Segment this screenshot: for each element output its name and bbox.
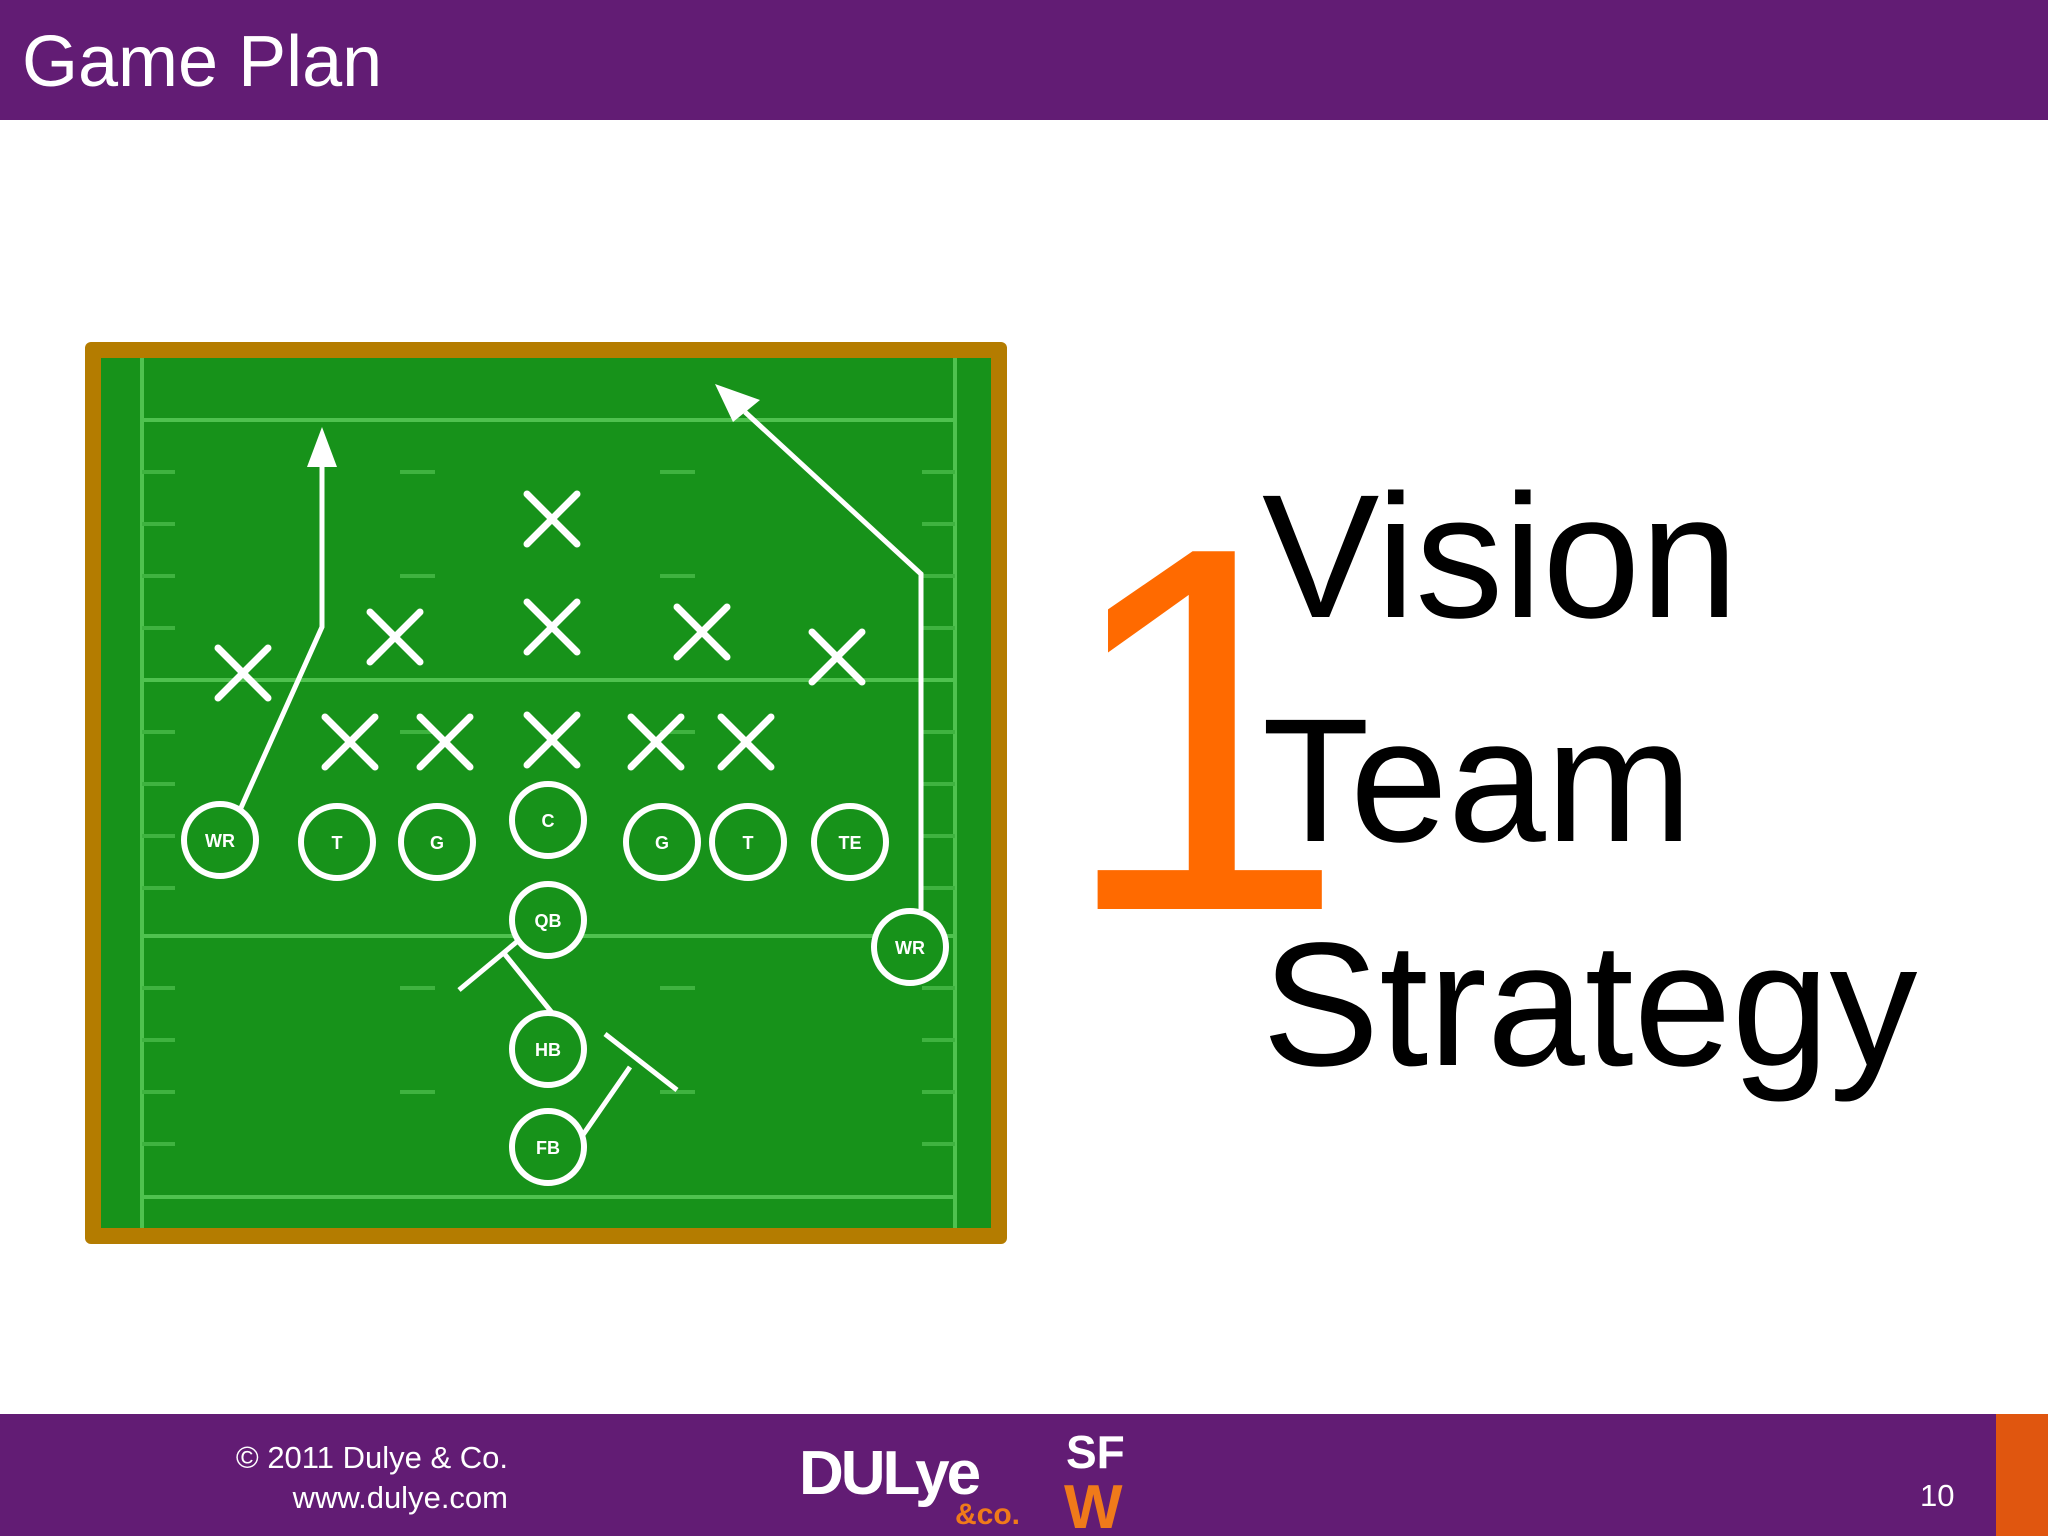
label-t-right: T	[743, 833, 754, 853]
label-wr-left: WR	[205, 831, 235, 851]
left-route-arrowhead	[307, 427, 337, 467]
offense-labels: WR T G C G T TE WR QB HB FB	[205, 811, 925, 1158]
dulye-logo-text: DULye	[799, 1439, 980, 1508]
defense-x	[416, 713, 474, 771]
defense-x	[523, 711, 581, 769]
fullback-block	[575, 1032, 679, 1144]
player-wr-right	[871, 908, 949, 986]
player-hb	[509, 1010, 587, 1088]
right-wr-route	[743, 410, 924, 910]
player-t-right	[709, 803, 787, 881]
label-g-right: G	[655, 833, 669, 853]
slide-title: Game Plan	[22, 22, 383, 102]
page-number: 10	[1920, 1478, 1955, 1513]
field-lines	[140, 358, 957, 1228]
label-g-left: G	[430, 833, 444, 853]
player-t-left	[298, 803, 376, 881]
football-playbook-image: WR T G C G T TE WR QB HB FB	[85, 342, 1007, 1244]
header-bar: Game Plan	[0, 0, 2048, 120]
label-c: C	[542, 811, 555, 831]
defense-x	[627, 713, 685, 771]
copyright-block: © 2011 Dulye & Co. www.dulye.com	[160, 1438, 508, 1518]
defense-x	[808, 628, 866, 686]
label-qb: QB	[535, 911, 562, 931]
label-hb: HB	[535, 1040, 561, 1060]
key-point-strategy: Strategy	[1262, 907, 1918, 1103]
footer-accent-block	[1996, 1414, 2048, 1536]
right-route-arrowhead	[715, 384, 760, 422]
player-fb	[509, 1108, 587, 1186]
defense-x	[523, 598, 581, 656]
defense-x	[214, 644, 272, 702]
label-te: TE	[838, 833, 861, 853]
key-point-team: Team	[1262, 683, 1693, 879]
player-g-left	[398, 803, 476, 881]
footer-bar: © 2011 Dulye & Co. www.dulye.com DULye &…	[0, 1414, 2048, 1536]
defense-x-marks	[214, 490, 866, 771]
player-c	[509, 781, 587, 859]
label-t-left: T	[332, 833, 343, 853]
key-point-vision: Vision	[1262, 459, 1739, 655]
sfw-logo: SF W	[1064, 1426, 1125, 1534]
key-points-list: Vision Team Strategy	[1262, 445, 1917, 1117]
sfw-logo-top: SF	[1066, 1426, 1125, 1478]
defense-x	[366, 608, 424, 666]
step-number: 1	[1058, 439, 1347, 1020]
player-qb	[509, 881, 587, 959]
defense-x	[673, 603, 731, 661]
player-g-right	[623, 803, 701, 881]
sfw-logo-bottom: W	[1064, 1473, 1123, 1534]
defense-x	[717, 713, 775, 771]
website-link[interactable]: www.dulye.com	[292, 1480, 508, 1515]
dulye-logo: DULye &co.	[799, 1439, 1020, 1531]
player-te	[811, 803, 889, 881]
copyright-text: © 2011 Dulye & Co.	[235, 1440, 508, 1475]
label-wr-right: WR	[895, 938, 925, 958]
player-wr-left	[181, 801, 259, 879]
defense-x	[321, 713, 379, 771]
left-wr-route	[237, 467, 325, 812]
dulye-logo-sub: &co.	[955, 1498, 1020, 1531]
offense-players	[181, 781, 949, 1186]
label-fb: FB	[536, 1138, 560, 1158]
defense-x	[523, 490, 581, 548]
